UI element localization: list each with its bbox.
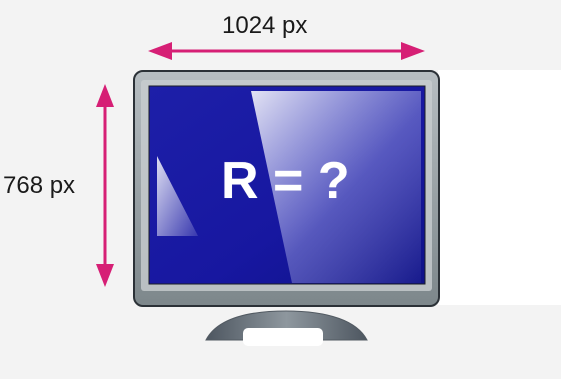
width-label: 1024 px: [222, 12, 308, 39]
screen-reflection-right: [251, 91, 421, 283]
double-arrow-vertical-icon: [96, 84, 114, 287]
resolution-question: R = ?: [221, 152, 350, 210]
monitor-icon: [133, 70, 440, 346]
background-panel: [438, 70, 561, 305]
monitor-stand-light: [243, 328, 323, 346]
height-label: 768 px: [3, 172, 76, 199]
screen-reflection-left: [157, 156, 198, 236]
double-arrow-horizontal-icon: [148, 42, 425, 60]
